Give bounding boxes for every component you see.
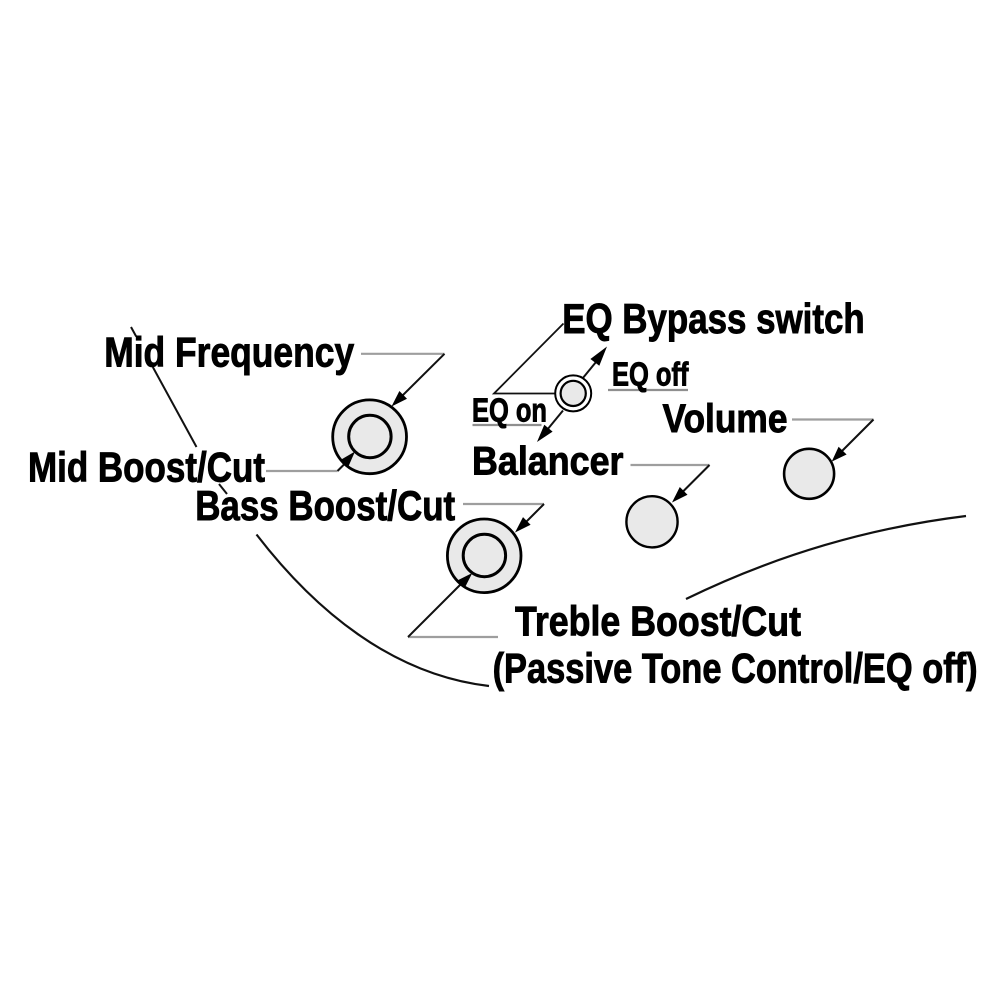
svg-text:EQ on: EQ on [472,392,547,429]
svg-text:Bass Boost/Cut: Bass Boost/Cut [195,482,455,529]
svg-text:Mid Frequency: Mid Frequency [104,329,354,376]
svg-text:(Passive Tone Control/EQ off): (Passive Tone Control/EQ off) [493,645,978,692]
svg-text:Treble Boost/Cut: Treble Boost/Cut [515,597,801,644]
svg-text:EQ Bypass switch: EQ Bypass switch [562,295,865,342]
svg-text:Mid Boost/Cut: Mid Boost/Cut [28,444,265,491]
svg-text:Balancer: Balancer [472,440,624,484]
svg-text:EQ off: EQ off [612,356,689,393]
svg-text:Volume: Volume [663,397,788,441]
